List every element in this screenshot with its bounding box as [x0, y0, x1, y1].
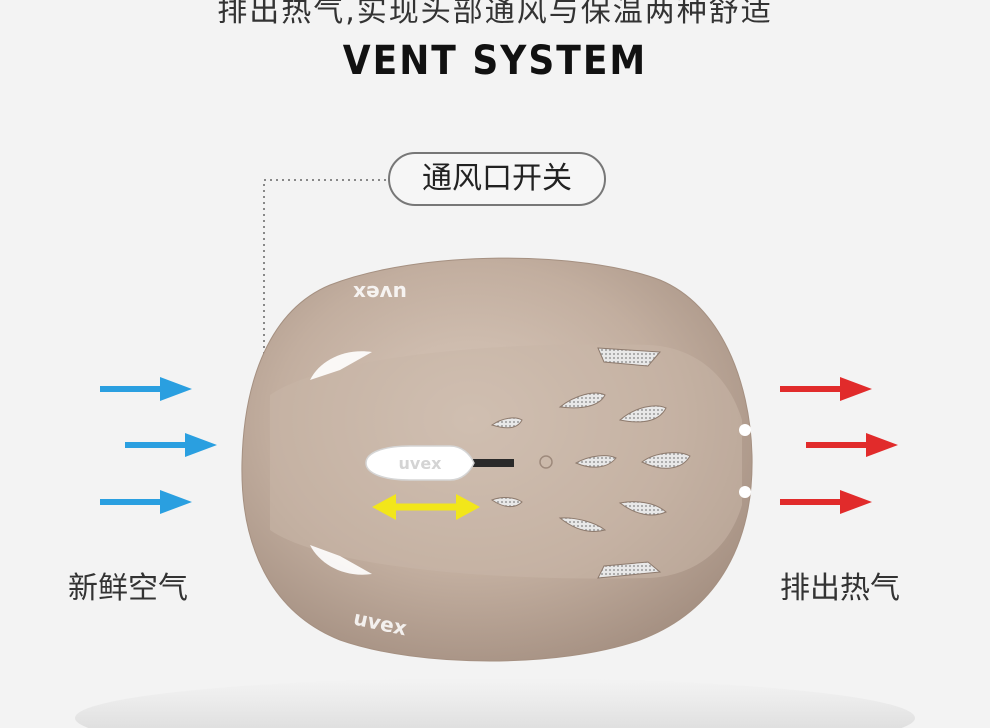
exhaust-heat-label: 排出热气: [780, 571, 900, 606]
brand-logo-top: uvex: [353, 281, 407, 305]
exhaust-arrow-icon: [806, 433, 898, 457]
fresh-air-arrows: [100, 377, 217, 514]
helmet: uvex uvex uvex: [241, 257, 753, 662]
intake-arrow-icon: [100, 490, 192, 514]
side-vent-slot: [310, 351, 372, 380]
vent-hole: [641, 452, 691, 469]
rear-clip: [739, 486, 751, 498]
brand-logo-switch: uvex: [399, 454, 443, 473]
fresh-air-label: 新鲜空气: [68, 571, 188, 606]
vent-hole: [490, 497, 523, 508]
vent-hole: [558, 392, 606, 409]
page-title: VENT SYSTEM: [342, 38, 648, 84]
rear-clip: [739, 424, 751, 436]
vent-switch-button: [365, 445, 475, 481]
rear-vent-top: [597, 347, 662, 367]
center-mark: [539, 455, 553, 469]
top-caption: 排出热气,实现头部通风与保温两种舒适: [217, 0, 773, 29]
side-vent-slot: [310, 545, 372, 575]
floor-shadow: [75, 678, 915, 728]
slider-direction-arrow: [372, 494, 480, 520]
vent-hole: [618, 405, 667, 423]
exhaust-arrow-icon: [780, 490, 872, 514]
rear-vent-bottom: [597, 561, 662, 579]
vent-hole: [574, 455, 617, 468]
intake-arrow-icon: [100, 377, 192, 401]
vent-hole: [618, 501, 667, 516]
exhaust-heat-arrows: [780, 377, 898, 514]
exhaust-arrow-icon: [780, 377, 872, 401]
vent-hole: [490, 417, 523, 429]
vent-switch-callout: 通风口开关: [388, 152, 606, 206]
intake-arrow-icon: [125, 433, 217, 457]
vent-slider-track: [470, 459, 514, 467]
vent-hole: [558, 517, 607, 532]
